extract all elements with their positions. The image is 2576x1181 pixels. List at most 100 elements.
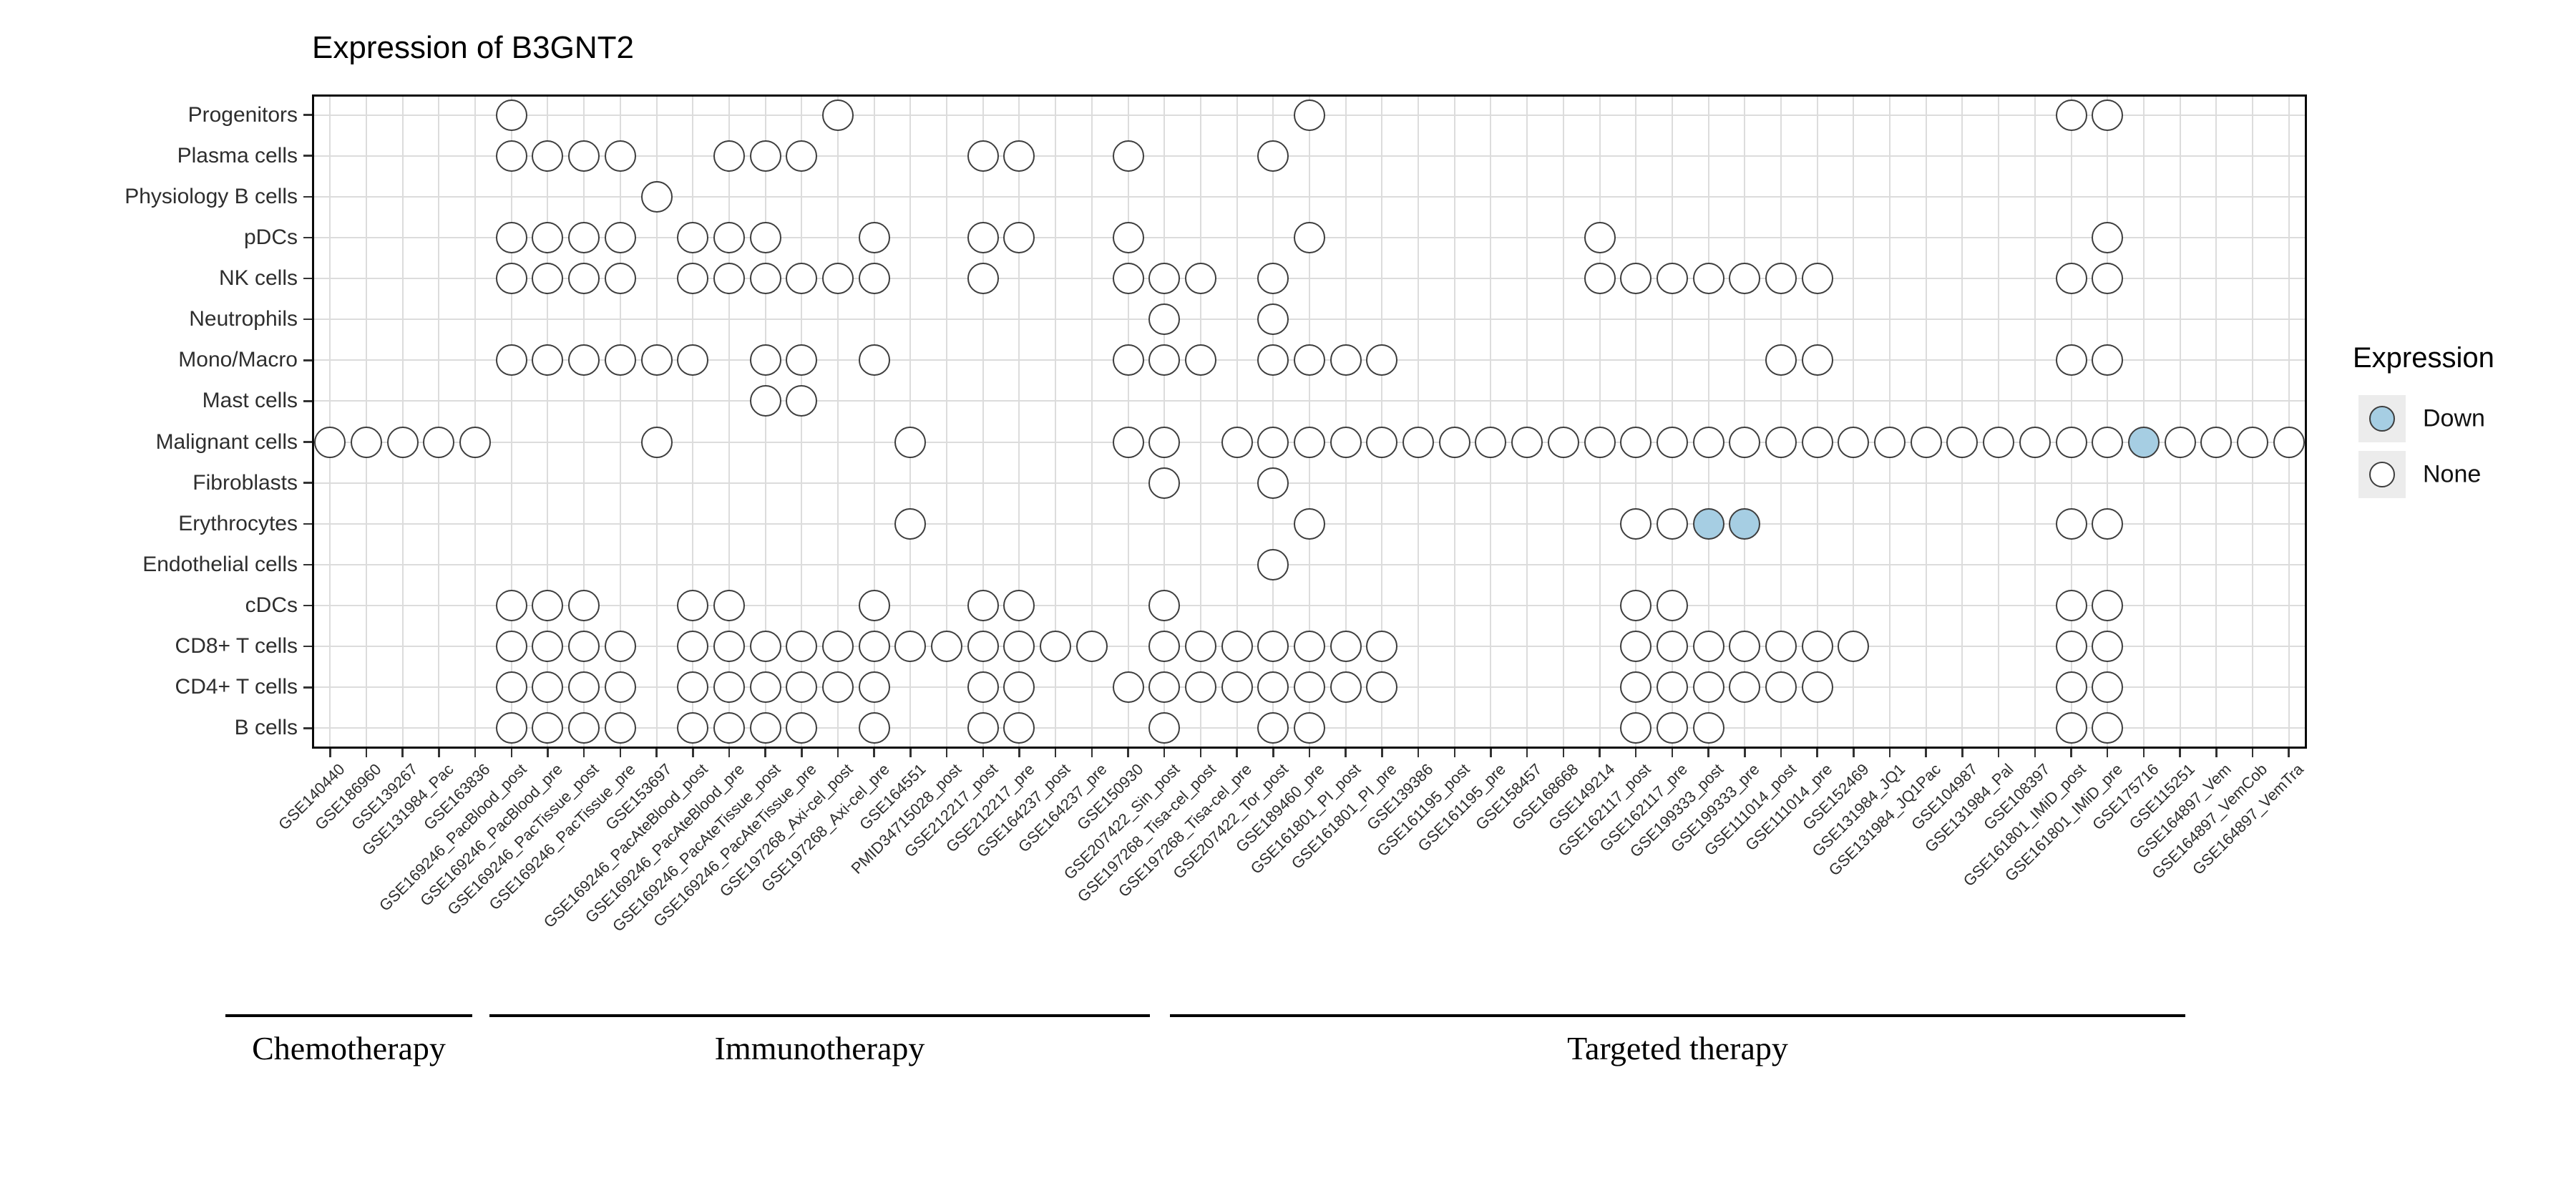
expression-dot-none (786, 631, 818, 663)
grid-line-vertical (1309, 94, 1310, 749)
expression-dot-none (604, 221, 636, 253)
expression-dot-none (1620, 671, 1652, 704)
expression-dot-none (568, 140, 600, 172)
grid-line-vertical (1998, 94, 2000, 749)
expression-dot-none (677, 263, 709, 295)
expression-dot-none (786, 263, 818, 295)
axis-tick-x (1018, 749, 1020, 757)
grid-line-vertical (474, 94, 477, 749)
expression-dot-none (858, 263, 890, 295)
expression-dot-none (532, 344, 564, 376)
expression-dot-none (1148, 344, 1181, 376)
grid-line-vertical (1562, 94, 1564, 749)
axis-tick-x (728, 749, 731, 757)
axis-tick-y (303, 155, 312, 157)
expression-dot-none (1003, 631, 1035, 663)
expression-dot-none (1184, 671, 1216, 704)
chart-title: Expression of B3GNT2 (312, 30, 634, 65)
axis-tick-x (1127, 749, 1129, 757)
grid-line-vertical (1816, 94, 1818, 749)
expression-dot-none (1729, 631, 1761, 663)
row-label: Fibroblasts (192, 470, 298, 495)
therapy-group-line (225, 1014, 472, 1017)
axis-tick-x (1562, 749, 1565, 757)
axis-tick-x (1961, 749, 1963, 757)
expression-dot-none (1040, 631, 1072, 663)
expression-dot-none (967, 671, 999, 704)
expression-dot-none (1148, 712, 1181, 744)
axis-tick-x (474, 749, 477, 757)
expression-dot-none (713, 221, 745, 253)
grid-line-vertical (728, 94, 730, 749)
expression-dot-none (532, 590, 564, 622)
expression-dot-none (1148, 303, 1181, 336)
expression-dot-none (314, 426, 346, 458)
expression-dot-none (1620, 507, 1652, 540)
row-label: Physiology B cells (125, 184, 298, 208)
expression-dot-none (1620, 263, 1652, 295)
axis-tick-y (303, 482, 312, 484)
grid-line-vertical (401, 94, 404, 749)
axis-tick-x (873, 749, 875, 757)
expression-dot-none (713, 712, 745, 744)
expression-dot-none (1801, 426, 1833, 458)
expression-dot-down (1692, 507, 1724, 540)
row-label: CD4+ T cells (175, 675, 298, 699)
expression-dot-none (1112, 671, 1144, 704)
expression-dot-none (1294, 507, 1325, 540)
expression-dot-none (786, 712, 818, 744)
expression-dot-none (2092, 344, 2124, 376)
expression-dot-none (1656, 590, 1688, 622)
axis-tick-y (303, 441, 312, 443)
axis-tick-x (1599, 749, 1601, 757)
expression-dot-none (1294, 671, 1325, 704)
expression-dot-none (495, 221, 527, 253)
expression-dot-none (1584, 221, 1616, 253)
expression-dot-none (1257, 263, 1289, 295)
grid-line-horizontal (312, 278, 2307, 280)
axis-tick-x (1345, 749, 1347, 757)
expression-dot-none (2092, 507, 2124, 540)
axis-tick-x (1526, 749, 1528, 757)
row-label: Malignant cells (155, 429, 298, 454)
expression-dot-none (568, 671, 600, 704)
grid-line-horizontal (312, 482, 2307, 484)
expression-dot-none (568, 590, 600, 622)
expression-dot-none (1656, 426, 1688, 458)
expression-dot-none (1366, 631, 1398, 663)
grid-line-vertical (2179, 94, 2181, 749)
grid-line-vertical (2142, 94, 2145, 749)
grid-line-vertical (1272, 94, 1274, 749)
expression-dot-none (604, 671, 636, 704)
expression-dot-none (1257, 344, 1289, 376)
axis-tick-x (438, 749, 440, 757)
grid-line-vertical (329, 94, 331, 749)
expression-dot-none (532, 263, 564, 295)
expression-dot-none (640, 344, 673, 376)
expression-dot-none (1620, 712, 1652, 744)
therapy-group-line (1170, 1014, 2185, 1017)
expression-dot-none (1257, 631, 1289, 663)
axis-tick-x (764, 749, 766, 757)
expression-dot-none (1366, 426, 1398, 458)
therapy-group-label: Targeted therapy (1567, 1030, 1788, 1066)
expression-dot-none (1765, 671, 1797, 704)
expression-dot-none (1910, 426, 1942, 458)
axis-tick-y (303, 277, 312, 280)
expression-dot-none (858, 671, 890, 704)
axis-tick-x (1707, 749, 1709, 757)
expression-dot-none (749, 140, 781, 172)
expression-dot-none (2055, 426, 2087, 458)
grid-line-vertical (1381, 94, 1383, 749)
expression-dot-none (2164, 426, 2196, 458)
grid-line-vertical (619, 94, 621, 749)
expression-dot-none (822, 263, 854, 295)
axis-tick-x (619, 749, 622, 757)
expression-dot-none (2055, 590, 2087, 622)
axis-tick-x (2288, 749, 2290, 757)
expression-dot-none (1003, 671, 1035, 704)
axis-tick-x (1272, 749, 1274, 757)
axis-tick-x (1490, 749, 1492, 757)
expression-dot-none (568, 344, 600, 376)
